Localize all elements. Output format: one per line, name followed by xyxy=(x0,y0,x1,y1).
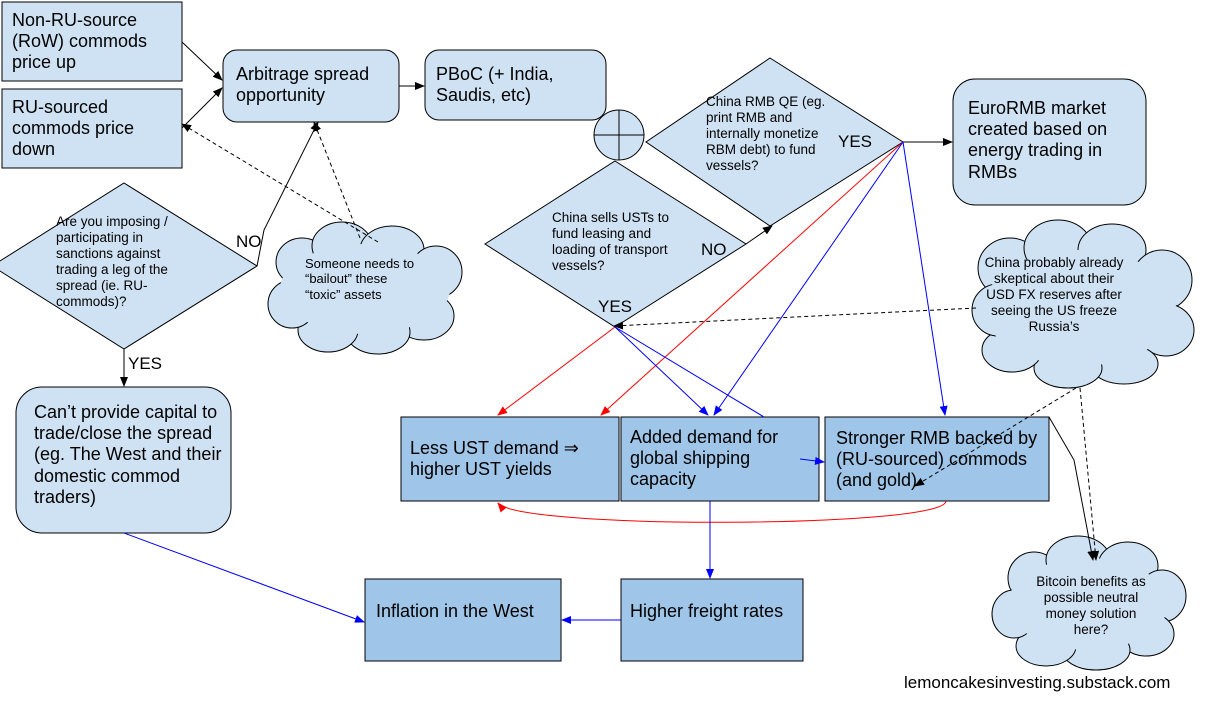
label-no-sells: NO xyxy=(701,240,727,259)
node-inflation-shape xyxy=(364,578,562,662)
blue-arrow-qe-to-rmb xyxy=(902,141,948,416)
blue-arrow-cant-to-inflation xyxy=(123,532,365,623)
node-freight-shape xyxy=(620,578,804,662)
dashed-bailout-to-ru xyxy=(181,123,379,243)
label-yes-sanctions: YES xyxy=(128,354,163,373)
node-bitcoin-text: Bitcoin benefits as possible neutral mon… xyxy=(1036,574,1146,637)
dashed-skeptical-to-bitcoin xyxy=(1079,387,1100,561)
dashed-skeptical-to-rmb xyxy=(914,387,1077,487)
node-rmb-text: Stronger RMB backed by (RU-sourced) comm… xyxy=(836,428,1038,491)
node-bailout-shape xyxy=(267,221,463,355)
node-cant-text: Can’t provide capital to trade/close the… xyxy=(34,402,222,507)
node-qe-text: China RMB QE (eg. print RMB and internal… xyxy=(706,94,826,173)
node-ru-shape xyxy=(1,88,183,169)
node-rmb-shape xyxy=(824,416,1050,502)
node-sanctions-text: Are you imposing / participating in sanc… xyxy=(56,214,168,309)
node-cant-shape xyxy=(15,386,232,534)
summing-junction-icon xyxy=(593,109,645,161)
arrow-no-to-arb xyxy=(256,121,319,267)
dashed-skeptical-to-sells xyxy=(613,307,977,330)
node-ust-text: Less UST demand ⇒ higher UST yields xyxy=(410,438,579,480)
blue-arrow-sells-to-shipping xyxy=(614,326,709,416)
node-inflation-text: Inflation in the West xyxy=(376,601,534,621)
node-euro-shape xyxy=(952,78,1147,206)
node-arb-text: Arbitrage spread opportunity xyxy=(236,64,370,106)
node-skeptical-shape xyxy=(971,219,1195,389)
blue-arrow-shipping-to-rmb xyxy=(799,456,825,465)
node-shipping-text: Added demand for global shipping capacit… xyxy=(630,427,779,490)
node-ust-shape xyxy=(400,416,620,502)
blue-arrow-qe-to-shipping xyxy=(713,141,904,416)
red-arrow-qe-to-ust xyxy=(600,141,904,416)
node-bailout-text: Someone needs to “bailout” these “toxic”… xyxy=(305,256,415,302)
arrow-nonru-to-arb xyxy=(181,41,223,81)
node-ru-text: RU-sourced commods price down xyxy=(12,97,135,160)
label-yes-qe: YES xyxy=(838,132,873,151)
footer-source-url: lemoncakesinvesting.substack.com xyxy=(904,673,1171,692)
node-euro-text: EuroRMB market created based on energy t… xyxy=(968,98,1108,182)
node-sells-text: China sells USTs to fund leasing and loa… xyxy=(552,210,670,273)
label-no-sanctions: NO xyxy=(236,232,262,251)
red-arrow-sells-to-ust xyxy=(497,326,616,416)
arrow-ru-to-arb xyxy=(181,87,223,129)
dashed-bailout-to-arb xyxy=(313,121,361,239)
node-bitcoin-shape xyxy=(991,535,1187,671)
node-pboc-text: PBoC (+ India, Saudis, etc) xyxy=(436,64,554,106)
label-yes-sells: YES xyxy=(598,297,633,316)
red-arrow-rmb-to-ust xyxy=(497,500,947,523)
node-skeptical-text: China probably already skeptical about t… xyxy=(984,255,1124,334)
node-nonru-shape xyxy=(1,1,183,82)
node-pboc-shape xyxy=(424,49,607,121)
arrow-sells-no-to-qe xyxy=(745,225,773,245)
blue-arrow-sells-to-rmb xyxy=(614,326,765,418)
arrow-rmb-to-bitcoin xyxy=(1048,416,1096,561)
node-freight-text: Higher freight rates xyxy=(630,601,784,621)
node-nonru-text: Non-RU-source (RoW) commods price up xyxy=(12,10,148,73)
